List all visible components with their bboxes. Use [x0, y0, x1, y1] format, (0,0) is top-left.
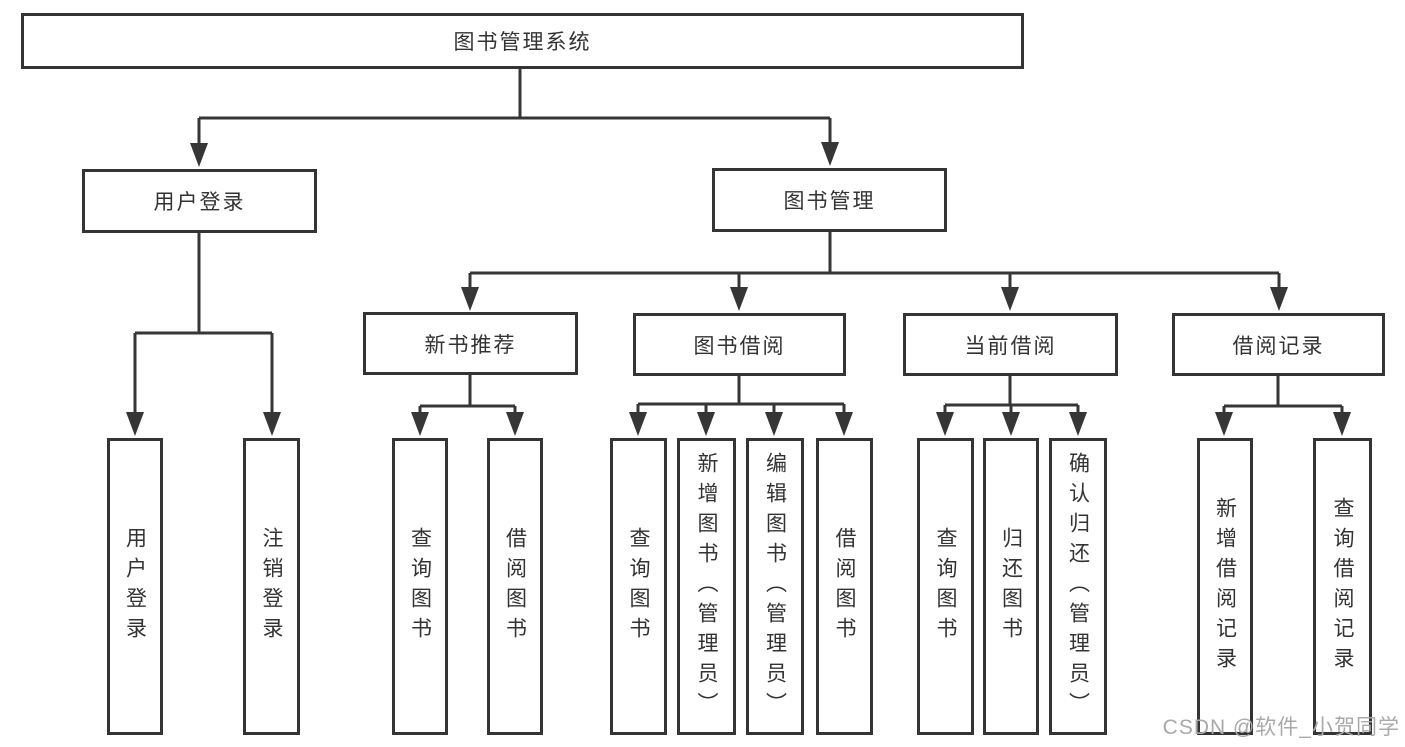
node-current-borrow: 当前借阅 [903, 313, 1118, 376]
leaf-label: 新增图书（管理员） [695, 451, 718, 722]
edge-user-login-to-leaves [126, 233, 281, 436]
leaf-label: 用户登录 [123, 526, 147, 647]
leaf-label: 查询借阅记录 [1331, 496, 1354, 677]
leaf-confirm-return-admin: 确认归还（管理员） [1049, 438, 1107, 735]
leaf-query-books-3: 查询图书 [917, 438, 974, 735]
leaf-label: 查询图书 [934, 526, 957, 647]
edge-root-to-level2 [190, 69, 839, 167]
node-user-login: 用户登录 [82, 169, 317, 233]
leaf-label: 归还图书 [999, 526, 1023, 647]
leaf-label: 查询图书 [408, 526, 432, 647]
leaf-add-books-admin: 新增图书（管理员） [677, 438, 736, 735]
edge-borrow-records-to-leaves [1215, 375, 1351, 436]
edge-book-mgmt-to-level3 [461, 232, 1288, 311]
csdn-watermark: CSDN @软件_小贺同学 [1162, 716, 1400, 739]
node-root-library-system: 图书管理系统 [21, 13, 1024, 69]
node-book-management: 图书管理 [712, 168, 947, 232]
leaf-borrow-books-1: 借阅图书 [487, 438, 543, 735]
leaf-borrow-books-2: 借阅图书 [816, 438, 873, 735]
leaf-return-books: 归还图书 [983, 438, 1039, 735]
leaf-query-books-1: 查询图书 [392, 438, 448, 735]
leaf-edit-books-admin: 编辑图书（管理员） [746, 438, 804, 735]
edge-new-book-rec-to-leaves [411, 375, 524, 436]
leaf-add-borrow-record: 新增借阅记录 [1197, 438, 1253, 735]
leaf-logout: 注销登录 [243, 438, 300, 735]
leaf-label: 注销登录 [260, 526, 283, 647]
edge-current-borrow-to-leaves [936, 376, 1087, 436]
node-borrow-records: 借阅记录 [1172, 313, 1385, 376]
leaf-label: 查询图书 [627, 526, 650, 647]
node-new-book-recommend: 新书推荐 [363, 312, 578, 375]
leaf-user-login: 用户登录 [107, 438, 163, 735]
leaf-label: 确认归还（管理员） [1066, 451, 1090, 722]
leaf-label: 新增借阅记录 [1213, 496, 1237, 677]
node-book-borrow: 图书借阅 [633, 313, 846, 376]
leaf-label: 编辑图书（管理员） [763, 451, 787, 722]
leaf-query-borrow-record: 查询借阅记录 [1313, 438, 1372, 735]
leaf-label: 借阅图书 [833, 526, 856, 647]
leaf-label: 借阅图书 [503, 526, 527, 647]
leaf-query-books-2: 查询图书 [610, 438, 667, 735]
edge-book-borrow-to-leaves [629, 376, 853, 436]
